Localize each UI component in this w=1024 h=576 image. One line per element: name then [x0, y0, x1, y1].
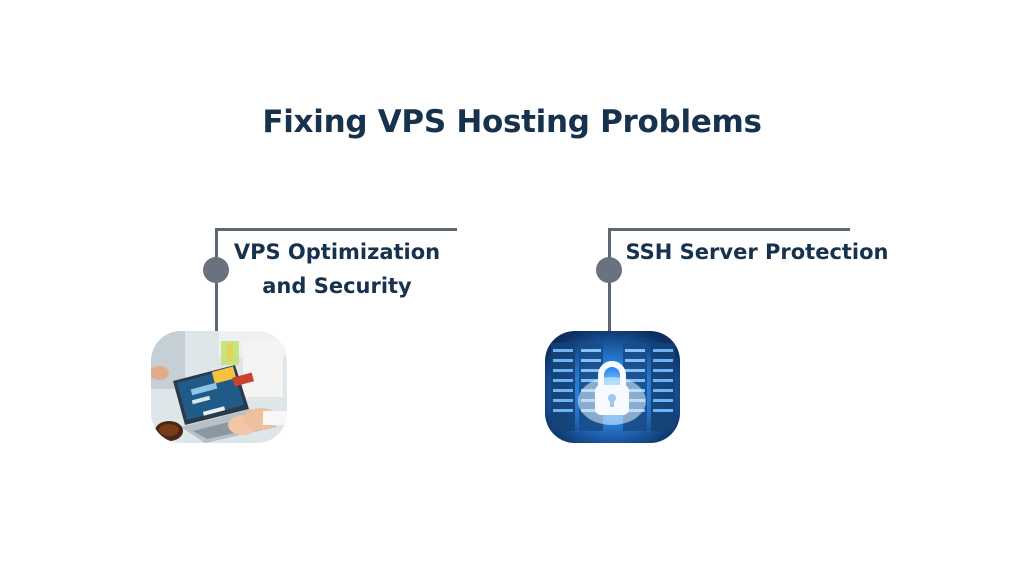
label-ssh-protection: SSH Server Protection [624, 235, 890, 269]
label-vps-optimization: VPS Optimization and Security [226, 235, 448, 303]
laptop-analysis-image [151, 331, 287, 443]
label-line-1: SSH Server Protection [625, 240, 889, 264]
label-line-2: and Security [262, 274, 412, 298]
node-dot-right [596, 257, 622, 283]
connector-horizontal-right [608, 228, 850, 231]
connector-horizontal-left [215, 228, 457, 231]
server-lock-image [545, 331, 680, 443]
page-title: Fixing VPS Hosting Problems [262, 104, 762, 140]
laptop-analysis-icon [151, 331, 287, 443]
node-dot-left [203, 257, 229, 283]
server-lock-icon [545, 331, 680, 443]
label-line-1: VPS Optimization [233, 240, 441, 264]
